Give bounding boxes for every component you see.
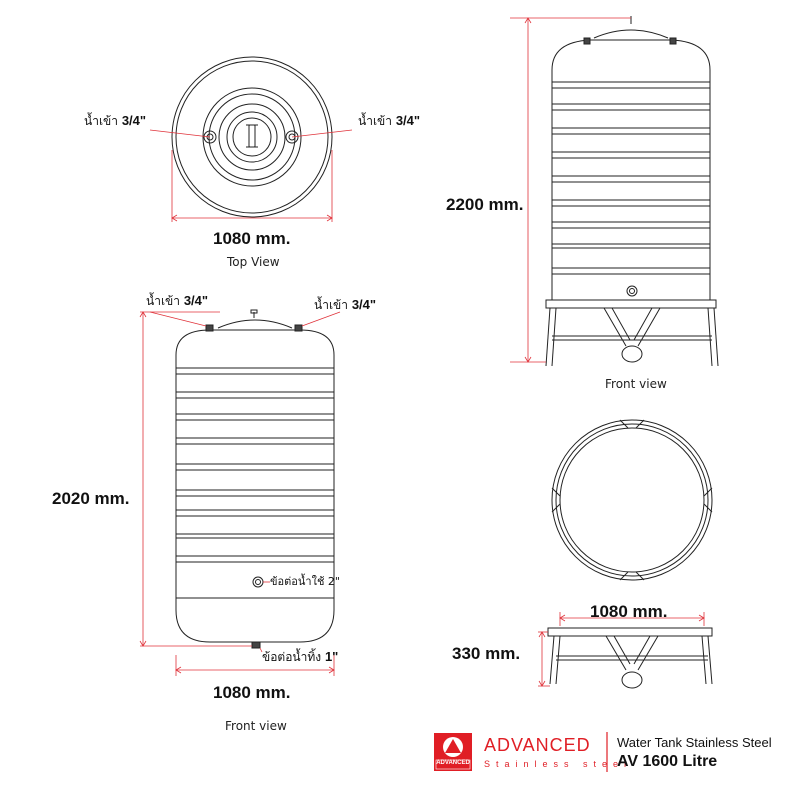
front-inlet-right-thai: น้ำเข้า (314, 298, 348, 312)
top-view-caption: Top View (227, 255, 280, 269)
stand-detail-dimension-lines (538, 612, 705, 687)
front-inlet-right-size: 3/4" (351, 297, 377, 312)
top-inlet-left-size: 3/4" (121, 113, 147, 128)
product-model: AV 1600 Litre (617, 753, 718, 770)
front-tank-height-label: 2020 mm. (52, 489, 130, 508)
front-inlet-left-size: 3/4" (183, 293, 209, 308)
top-view-drawing (171, 56, 333, 218)
drain-label: ข้อต่อน้ำทิ้ง 1" (262, 650, 338, 663)
top-view-dimension-lines (149, 129, 353, 222)
front-stand-height-label: 2200 mm. (446, 195, 524, 214)
top-inlet-left-label: น้ำเข้า 3/4" (84, 114, 146, 127)
front-inlet-left-label: น้ำเข้า 3/4" (146, 294, 208, 307)
stand-height-label: 330 mm. (452, 644, 521, 663)
stand-detail-drawing (547, 627, 713, 689)
stand-ring-drawing (551, 419, 713, 581)
top-view-width-label: 1080 mm. (213, 229, 291, 248)
top-inlet-right-label: น้ำเข้า 3/4" (358, 114, 420, 127)
drain-size: 1" (324, 649, 339, 664)
top-inlet-right-thai: น้ำเข้า (358, 114, 392, 128)
front-tank-caption: Front view (225, 719, 287, 733)
drain-thai: ข้อต่อน้ำทิ้ง (262, 650, 322, 664)
brand-logo: ADVANCED (434, 760, 472, 766)
top-inlet-right-size: 3/4" (395, 113, 421, 128)
outlet-label: ข้อต่อน้ำใช้ 2" (270, 575, 340, 588)
front-inlet-right-label: น้ำเข้า 3/4" (314, 298, 376, 311)
stand-width-label: 1080 mm. (590, 602, 668, 621)
brand-tagline: Stainless steel (484, 759, 633, 769)
front-stand-caption: Front view (605, 377, 667, 391)
front-stand-dimension-lines (510, 17, 631, 363)
front-tank-dimension-lines (139, 311, 341, 676)
front-stand-drawing (545, 16, 719, 367)
brand-logo-text: ADVANCED (436, 760, 470, 766)
brand-name: ADVANCED (484, 735, 591, 755)
front-tank-drawing (175, 309, 335, 649)
front-tank-width-label: 1080 mm. (213, 683, 291, 702)
brand-logo-graphic (434, 732, 608, 772)
front-inlet-left-thai: น้ำเข้า (146, 294, 180, 308)
top-inlet-left-thai: น้ำเข้า (84, 114, 118, 128)
product-line: Water Tank Stainless Steel (617, 735, 772, 750)
